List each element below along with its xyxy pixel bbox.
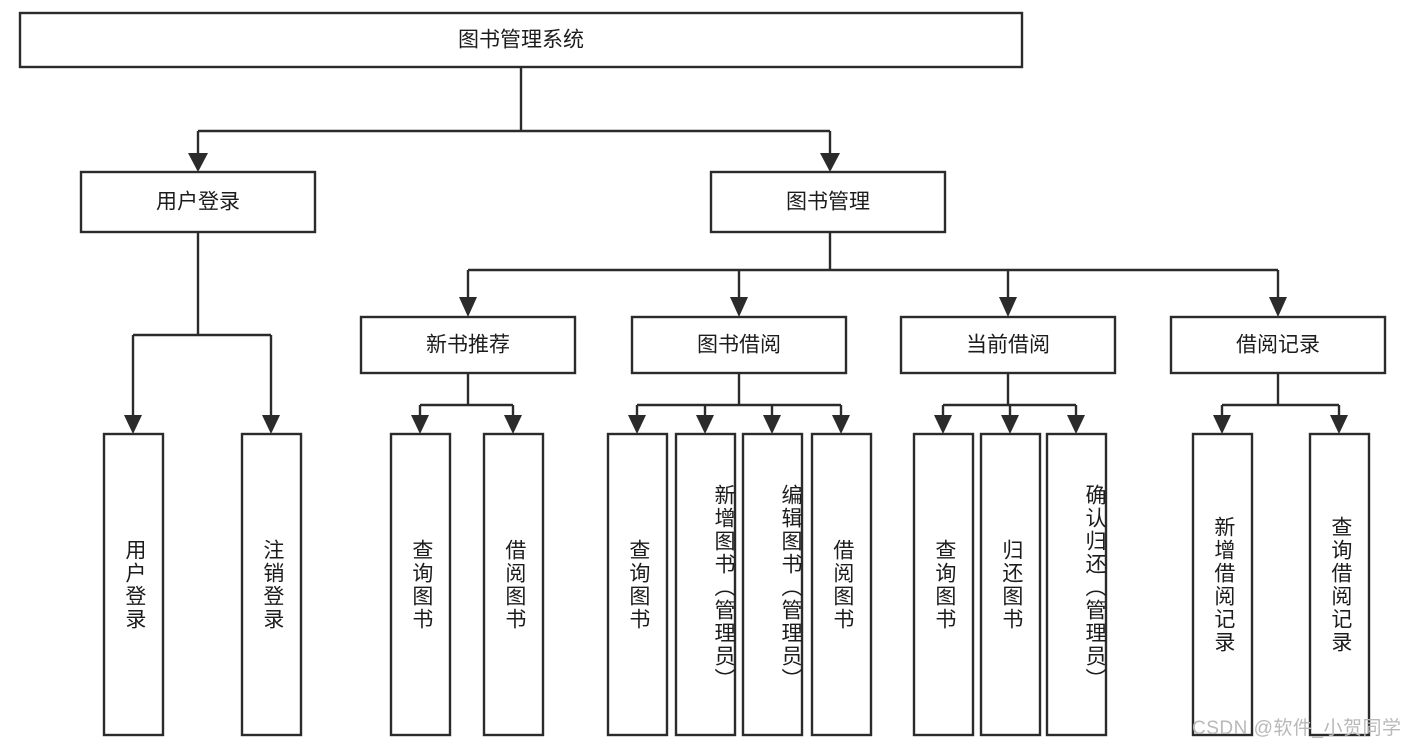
node-leaf-query-record[interactable] bbox=[1308, 432, 1371, 737]
node-leaf-user-logout[interactable] bbox=[240, 432, 303, 737]
arrowhead-leaf-user-logout bbox=[262, 415, 280, 434]
node-leaf-query-book-2[interactable] bbox=[606, 432, 669, 737]
node-leaf-user-login[interactable] bbox=[102, 432, 165, 737]
node-box-layer bbox=[18, 11, 1387, 737]
label-new-book-recommend: 新书推荐 bbox=[426, 334, 510, 357]
arrowhead-current-borrow bbox=[999, 297, 1017, 317]
node-current-borrow[interactable] bbox=[899, 315, 1117, 375]
arrowhead-leaf-add-book bbox=[696, 415, 714, 434]
node-borrow-record[interactable] bbox=[1169, 315, 1387, 375]
arrowhead-leaf-return-book bbox=[1001, 415, 1019, 434]
node-leaf-borrow-book-2[interactable] bbox=[810, 432, 873, 737]
node-leaf-add-record[interactable] bbox=[1191, 432, 1254, 737]
node-leaf-add-book[interactable] bbox=[674, 432, 737, 737]
arrowhead-leaf-query-book-3 bbox=[934, 415, 952, 434]
arrowhead-leaf-query-book-1 bbox=[411, 415, 429, 434]
node-leaf-query-book-3[interactable] bbox=[912, 432, 975, 737]
arrowhead-leaf-confirm-return bbox=[1067, 415, 1085, 434]
node-leaf-borrow-book-1[interactable] bbox=[482, 432, 545, 737]
arrowhead-book-borrow bbox=[730, 297, 748, 317]
horizontal-label-layer: 图书管理系统 用户登录 图书管理 新书推荐 图书借阅 当前借阅 借阅记录 bbox=[156, 29, 1320, 357]
node-leaf-confirm-return[interactable] bbox=[1045, 432, 1108, 737]
arrowhead-user-login bbox=[188, 153, 208, 172]
node-leaf-edit-book[interactable] bbox=[741, 432, 804, 737]
connector-layer bbox=[124, 67, 1348, 434]
arrowhead-new-book-recommend bbox=[459, 297, 477, 317]
label-user-login: 用户登录 bbox=[156, 191, 240, 214]
arrowhead-leaf-query-book-2 bbox=[628, 415, 646, 434]
node-leaf-query-book-1[interactable] bbox=[389, 432, 452, 737]
node-book-manage[interactable] bbox=[709, 170, 947, 234]
arrowhead-leaf-borrow-book-2 bbox=[832, 415, 850, 434]
arrowhead-leaf-user-login bbox=[124, 415, 142, 434]
arrowhead-leaf-borrow-book-1 bbox=[504, 415, 522, 434]
node-leaf-return-book[interactable] bbox=[979, 432, 1042, 737]
label-root: 图书管理系统 bbox=[458, 29, 584, 52]
label-borrow-record: 借阅记录 bbox=[1236, 334, 1320, 357]
node-book-borrow[interactable] bbox=[630, 315, 848, 375]
label-book-manage: 图书管理 bbox=[786, 191, 870, 214]
node-user-login[interactable] bbox=[79, 170, 317, 234]
label-current-borrow: 当前借阅 bbox=[966, 334, 1050, 357]
arrowhead-leaf-add-record bbox=[1213, 415, 1231, 434]
csdn-watermark: CSDN @软件_小贺同学 bbox=[1192, 718, 1402, 739]
node-root[interactable] bbox=[18, 11, 1024, 69]
arrowhead-leaf-query-record bbox=[1330, 415, 1348, 434]
node-new-book-recommend[interactable] bbox=[359, 315, 577, 375]
arrowhead-book-manage bbox=[820, 153, 840, 172]
arrowhead-leaf-edit-book bbox=[763, 415, 781, 434]
arrowhead-borrow-record bbox=[1269, 297, 1287, 317]
label-book-borrow: 图书借阅 bbox=[697, 334, 781, 357]
